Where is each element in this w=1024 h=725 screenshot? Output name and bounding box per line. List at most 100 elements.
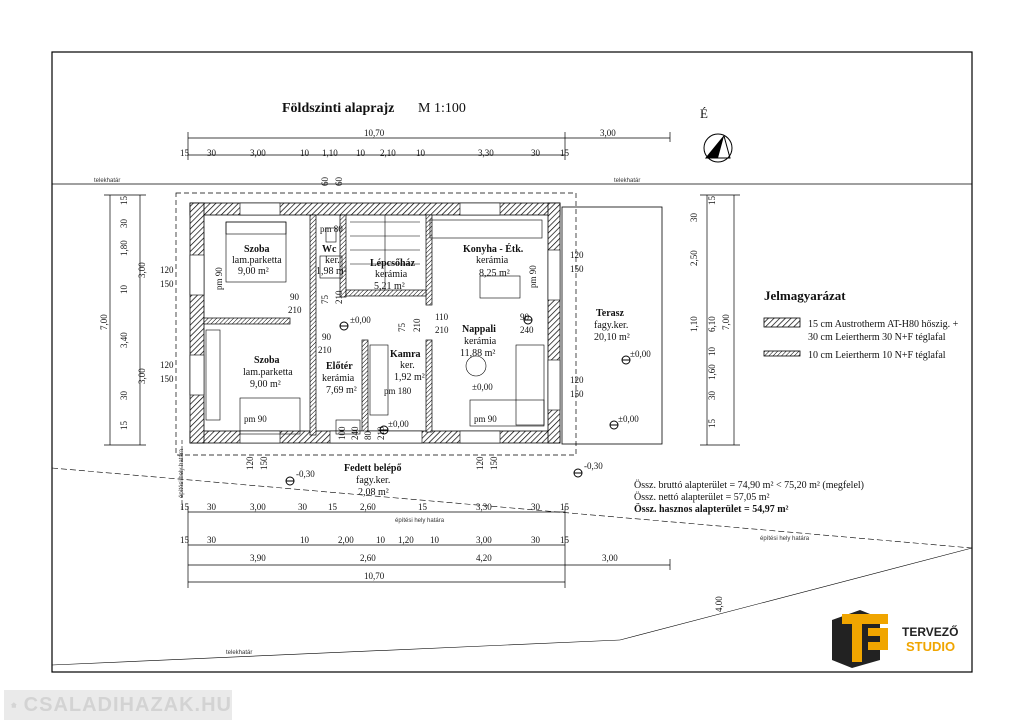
level-mark-icon	[339, 321, 349, 331]
dim-top	[187, 132, 671, 160]
level-mark-icon	[609, 420, 619, 430]
level-2: ±0,00	[472, 382, 493, 392]
dim-bot2-1: 30	[207, 535, 217, 545]
dim-bot1-5: 2,60	[360, 502, 376, 512]
t60a: 60	[320, 177, 330, 187]
room-area: 9,00 m²	[250, 379, 281, 390]
dim-left-0: 15	[119, 196, 129, 206]
dim-right	[700, 194, 740, 446]
sheet-frame	[51, 51, 973, 673]
room-konyha: Konyha - Étk. kerámia 8,25 m²	[463, 243, 524, 279]
dim-left-6: 3,00	[137, 368, 147, 384]
d110: 110	[435, 312, 449, 322]
plan-scale: M 1:100	[418, 101, 466, 116]
dim-top-1: 30	[207, 148, 217, 158]
epitesi-hely-line	[51, 467, 973, 549]
dim-bot2-6: 10	[430, 535, 440, 545]
dim-top-total: 10,70	[364, 128, 385, 138]
d90a: 90	[290, 292, 300, 302]
w3b: 150	[570, 264, 584, 274]
w2b: 150	[160, 374, 174, 384]
room-wc: Wc ker. 1,98 m²	[316, 244, 347, 277]
dim-right-2: 6,10	[707, 316, 717, 332]
area-brutto: Össz. bruttó alapterület = 74,90 m² < 75…	[634, 479, 864, 491]
level-mark-icon	[523, 315, 533, 325]
dim-bot1-8: 30	[531, 502, 541, 512]
dim-right-total: 7,00	[721, 314, 731, 330]
w3: 120	[570, 250, 584, 260]
legend-item-1a: 15 cm Austrotherm AT-H80 hőszig. +	[808, 319, 959, 330]
d210a: 210	[288, 305, 302, 315]
room-name: Konyha - Étk.	[463, 243, 524, 255]
dim-top-10: 15	[560, 148, 570, 158]
room-floor: kerámia	[464, 336, 497, 347]
room-szoba-2: Szoba lam.parketta 9,00 m²	[243, 355, 293, 390]
t60b: 60	[334, 177, 344, 187]
dim-right-3: 1,10	[689, 316, 699, 332]
room-area: 5,21 m²	[374, 281, 405, 292]
dim-top-9: 30	[531, 148, 541, 158]
dim-top-7: 10	[416, 148, 426, 158]
watermark: CSALADIHAZAK.HU	[4, 690, 232, 720]
epitesi-label-1: építési hely határa	[395, 518, 445, 524]
bw120b: 120	[475, 456, 485, 470]
dim-left-7: 30	[119, 391, 129, 401]
dim-top-2: 3,00	[250, 148, 266, 158]
dim-bot3-3: 3,00	[602, 553, 618, 563]
dim-bot2-7: 3,00	[476, 535, 492, 545]
telekhatar-label-3: telekhatár	[226, 650, 252, 656]
dim-bot2-4: 10	[376, 535, 386, 545]
dim-left-4: 10	[119, 285, 129, 295]
room-area: 9,00 m²	[238, 266, 269, 277]
bw120: 120	[245, 456, 255, 470]
legend-item-1b: 30 cm Leiertherm 30 N+F téglafal	[808, 332, 946, 343]
dim-bot1-6: 15	[418, 502, 428, 512]
room-kamra: Kamra ker. 1,92 m²	[390, 349, 425, 383]
dim-top-extra: 3,00	[600, 128, 616, 138]
room-floor: kerámia	[322, 373, 355, 384]
room-name: Wc	[322, 244, 337, 255]
dim-top-8: 3,30	[478, 148, 494, 158]
dim-left-1: 30	[119, 219, 129, 229]
level-5: ±0,00	[618, 414, 639, 424]
dim-bot2-9: 15	[560, 535, 570, 545]
b100: 100	[337, 426, 347, 440]
pm180: pm 180	[384, 386, 412, 396]
dim-bot1-3: 30	[298, 502, 308, 512]
dim-bot3-0: 3,90	[250, 553, 266, 563]
dim-bot2-8: 30	[531, 535, 541, 545]
north-label: É	[700, 106, 708, 121]
room-name: Nappali	[462, 324, 496, 335]
dim-left-2: 1,80	[119, 240, 129, 256]
room-floor: lam.parketta	[243, 367, 293, 378]
pm90d: pm 90	[528, 265, 538, 288]
w1b: 150	[160, 279, 174, 289]
room-floor: kerámia	[476, 255, 509, 266]
d210e: 210	[412, 318, 422, 332]
north-arrow-icon	[703, 133, 733, 163]
logo-line-1: TERVEZŐ	[902, 624, 958, 639]
room-terasz: Terasz fagy.ker. 20,10 m²	[594, 308, 630, 343]
level-mark-icon	[573, 468, 583, 478]
room-floor: kerámia	[375, 269, 408, 280]
dim-top-0: 15	[180, 148, 190, 158]
d210d: 210	[435, 325, 449, 335]
furniture	[205, 215, 545, 435]
telekhatar-label-2: telekhatár	[614, 178, 640, 184]
bw150b: 150	[489, 456, 499, 470]
room-area: 7,69 m²	[326, 385, 357, 396]
dim-bot1-7: 3,30	[476, 502, 492, 512]
level-mark-icon	[621, 355, 631, 365]
room-area: 1,92 m²	[394, 372, 425, 383]
dim-bot2-2: 10	[300, 535, 310, 545]
room-lepcsohaz: Lépcsőház kerámia 5,21 m²	[370, 258, 416, 292]
dim-top-5: 10	[356, 148, 366, 158]
w2: 120	[160, 360, 174, 370]
room-eloter: Előtér kerámia 7,69 m²	[322, 361, 357, 396]
dim-top-6: 2,10	[380, 148, 396, 158]
room-floor: ker.	[400, 360, 415, 371]
room-name: Fedett belépő	[344, 463, 402, 474]
d210b: 210	[318, 345, 332, 355]
d210c: 210	[334, 290, 344, 304]
